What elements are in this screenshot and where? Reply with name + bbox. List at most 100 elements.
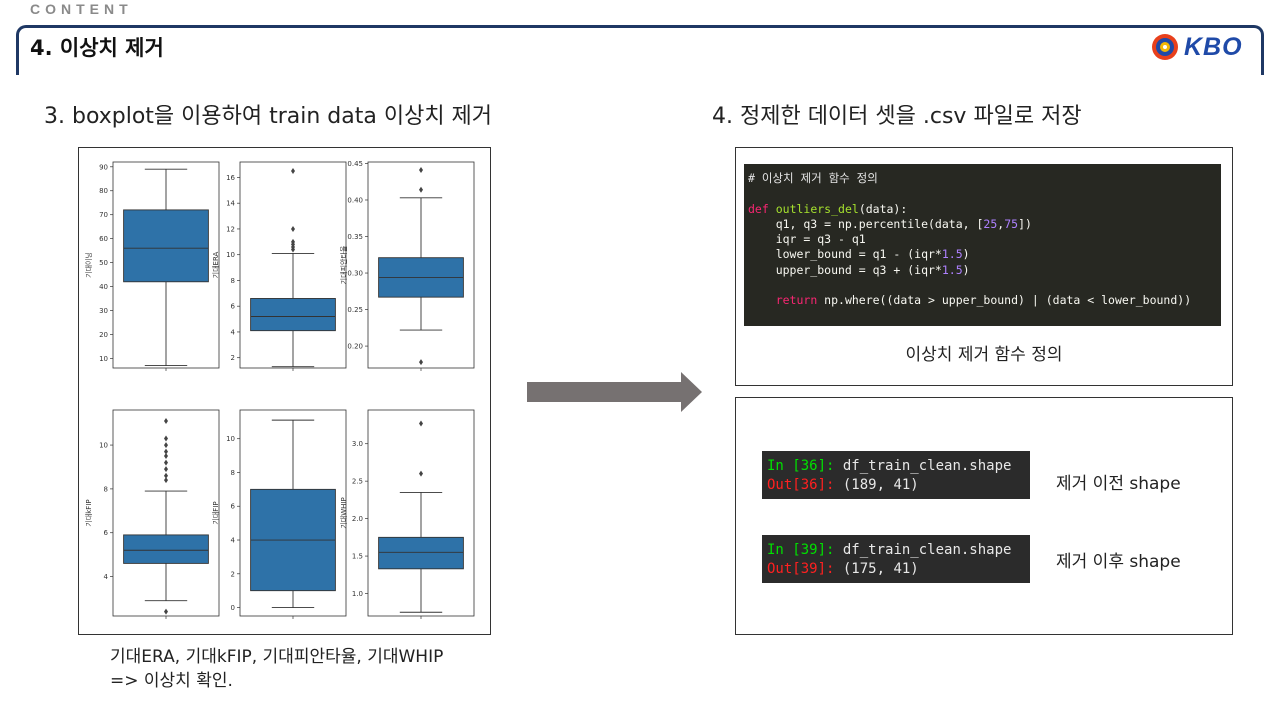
- outlier-point: [164, 466, 168, 473]
- shape-after-cell: In [39]: df_train_clean.shape Out[39]: (…: [762, 535, 1030, 583]
- outlier-point: [291, 225, 295, 232]
- in-code: df_train_clean.shape: [834, 458, 1012, 474]
- caption-line-2: => 이상치 확인.: [110, 671, 233, 691]
- outlier-point: [419, 167, 423, 174]
- outlier-caption: 기대ERA, 기대kFIP, 기대피안타율, 기대WHIP => 이상치 확인.: [110, 645, 443, 693]
- outlier-point: [419, 359, 423, 366]
- outlier-point: [164, 442, 168, 449]
- y-tick-label: 80: [99, 187, 108, 195]
- in-code: df_train_clean.shape: [834, 542, 1012, 558]
- code-keyword-def: def: [748, 201, 769, 216]
- y-tick-label: 2.0: [352, 515, 363, 523]
- y-tick-label: 16: [226, 174, 235, 182]
- code-line: ,: [997, 216, 1005, 231]
- iqr-box: [378, 536, 464, 570]
- shape-after-label: 제거 이후 shape: [1056, 552, 1181, 572]
- y-tick-label: 2: [231, 570, 235, 578]
- y-tick-label: 2: [231, 354, 235, 362]
- y-tick-label: 0: [231, 604, 235, 612]
- outlier-point: [164, 477, 168, 484]
- outlier-point: [164, 435, 168, 442]
- outlier-point: [419, 186, 423, 193]
- y-tick-label: 10: [226, 251, 235, 259]
- outlier-point: [164, 608, 168, 615]
- y-tick-label: 50: [99, 259, 108, 267]
- shape-before-cell: In [36]: df_train_clean.shape Out[36]: (…: [762, 451, 1030, 499]
- header-frame: [16, 25, 1264, 75]
- code-line: ): [962, 247, 970, 262]
- code-line: ]): [1018, 216, 1032, 231]
- kbo-logo-text: KBO: [1184, 32, 1243, 61]
- y-tick-label: 40: [99, 283, 108, 291]
- y-tick-label: 90: [99, 163, 108, 171]
- y-tick-label: 70: [99, 211, 108, 219]
- out-value: (189, 41): [834, 477, 919, 493]
- kbo-emblem-icon: [1152, 34, 1178, 60]
- y-tick-label: 0.30: [347, 270, 363, 278]
- function-caption: 이상치 제거 함수 정의: [905, 345, 1063, 365]
- code-signature: (data):: [858, 201, 908, 216]
- shape-panel: In [36]: df_train_clean.shape Out[36]: (…: [735, 397, 1233, 635]
- y-tick-label: 6: [231, 503, 236, 511]
- y-tick-label: 10: [99, 355, 108, 363]
- code-number: 1.5: [941, 262, 963, 277]
- outlier-point: [419, 470, 423, 477]
- y-axis-label: 기대WHIP: [339, 497, 348, 528]
- kbo-logo: KBO: [1150, 32, 1243, 62]
- boxplot-heading: 3. boxplot을 이용하여 train data 이상치 제거: [44, 104, 493, 129]
- outlier-point: [164, 453, 168, 460]
- y-tick-label: 6: [231, 303, 236, 311]
- y-tick-label: 6: [104, 529, 109, 537]
- y-tick-label: 8: [104, 485, 108, 493]
- y-tick-label: 10: [99, 442, 108, 450]
- code-comment: # 이상치 제거 함수 정의: [748, 171, 878, 185]
- code-cell: # 이상치 제거 함수 정의 def outliers_del(data): q…: [744, 164, 1221, 326]
- outlier-point: [164, 448, 168, 455]
- y-axis-label: 기대ERA: [211, 251, 220, 278]
- outlier-point: [164, 417, 168, 424]
- y-tick-label: 3.0: [352, 440, 363, 448]
- outlier-point: [164, 472, 168, 479]
- y-tick-label: 2.5: [352, 478, 363, 486]
- y-tick-label: 14: [226, 200, 235, 208]
- outlier-point: [291, 238, 295, 245]
- y-axis-label: 기대kFIP: [84, 499, 93, 526]
- out-prompt: Out[39]:: [767, 561, 835, 577]
- boxplot-grid: 102030405060708090기대이닝246810121416기대ERA0…: [84, 160, 475, 619]
- out-value: (175, 41): [834, 561, 919, 577]
- outlier-point: [164, 459, 168, 466]
- y-tick-label: 4: [231, 328, 236, 336]
- code-number: 25: [983, 216, 998, 231]
- iqr-box: [123, 209, 209, 283]
- outlier-point: [291, 168, 295, 175]
- in-prompt: In [36]:: [767, 458, 835, 474]
- y-tick-label: 0.20: [347, 343, 363, 351]
- page-title: 4. 이상치 제거: [30, 36, 164, 60]
- caption-line-1: 기대ERA, 기대kFIP, 기대피안타율, 기대WHIP: [110, 647, 444, 667]
- iqr-box: [250, 298, 336, 332]
- in-prompt: In [39]:: [767, 542, 835, 558]
- y-tick-label: 8: [231, 469, 235, 477]
- code-line: upper_bound = q3 + (iqr*: [748, 262, 942, 277]
- y-tick-label: 1.0: [352, 590, 363, 598]
- save-csv-heading: 4. 정제한 데이터 셋을 .csv 파일로 저장: [712, 104, 1082, 129]
- y-tick-label: 10: [226, 435, 235, 443]
- code-line: q1, q3 = np.percentile(data, [: [748, 216, 984, 231]
- y-tick-label: 30: [99, 307, 108, 315]
- y-axis-label: 기대이닝: [84, 252, 93, 278]
- y-tick-label: 12: [226, 225, 235, 233]
- code-function-name: outliers_del: [775, 201, 859, 216]
- section-label: CONTENT: [30, 1, 133, 17]
- y-axis-label: 기대피안타율: [339, 245, 348, 284]
- y-tick-label: 4: [231, 537, 236, 545]
- y-tick-label: 4: [104, 573, 109, 581]
- y-tick-label: 0.40: [347, 196, 363, 204]
- function-panel: # 이상치 제거 함수 정의 def outliers_del(data): q…: [735, 147, 1233, 386]
- y-tick-label: 60: [99, 235, 108, 243]
- shape-before-label: 제거 이전 shape: [1056, 474, 1181, 494]
- outlier-point: [419, 420, 423, 427]
- y-tick-label: 1.5: [352, 553, 363, 561]
- code-number: 75: [1004, 216, 1019, 231]
- code-line: iqr = q3 - q1: [748, 232, 866, 247]
